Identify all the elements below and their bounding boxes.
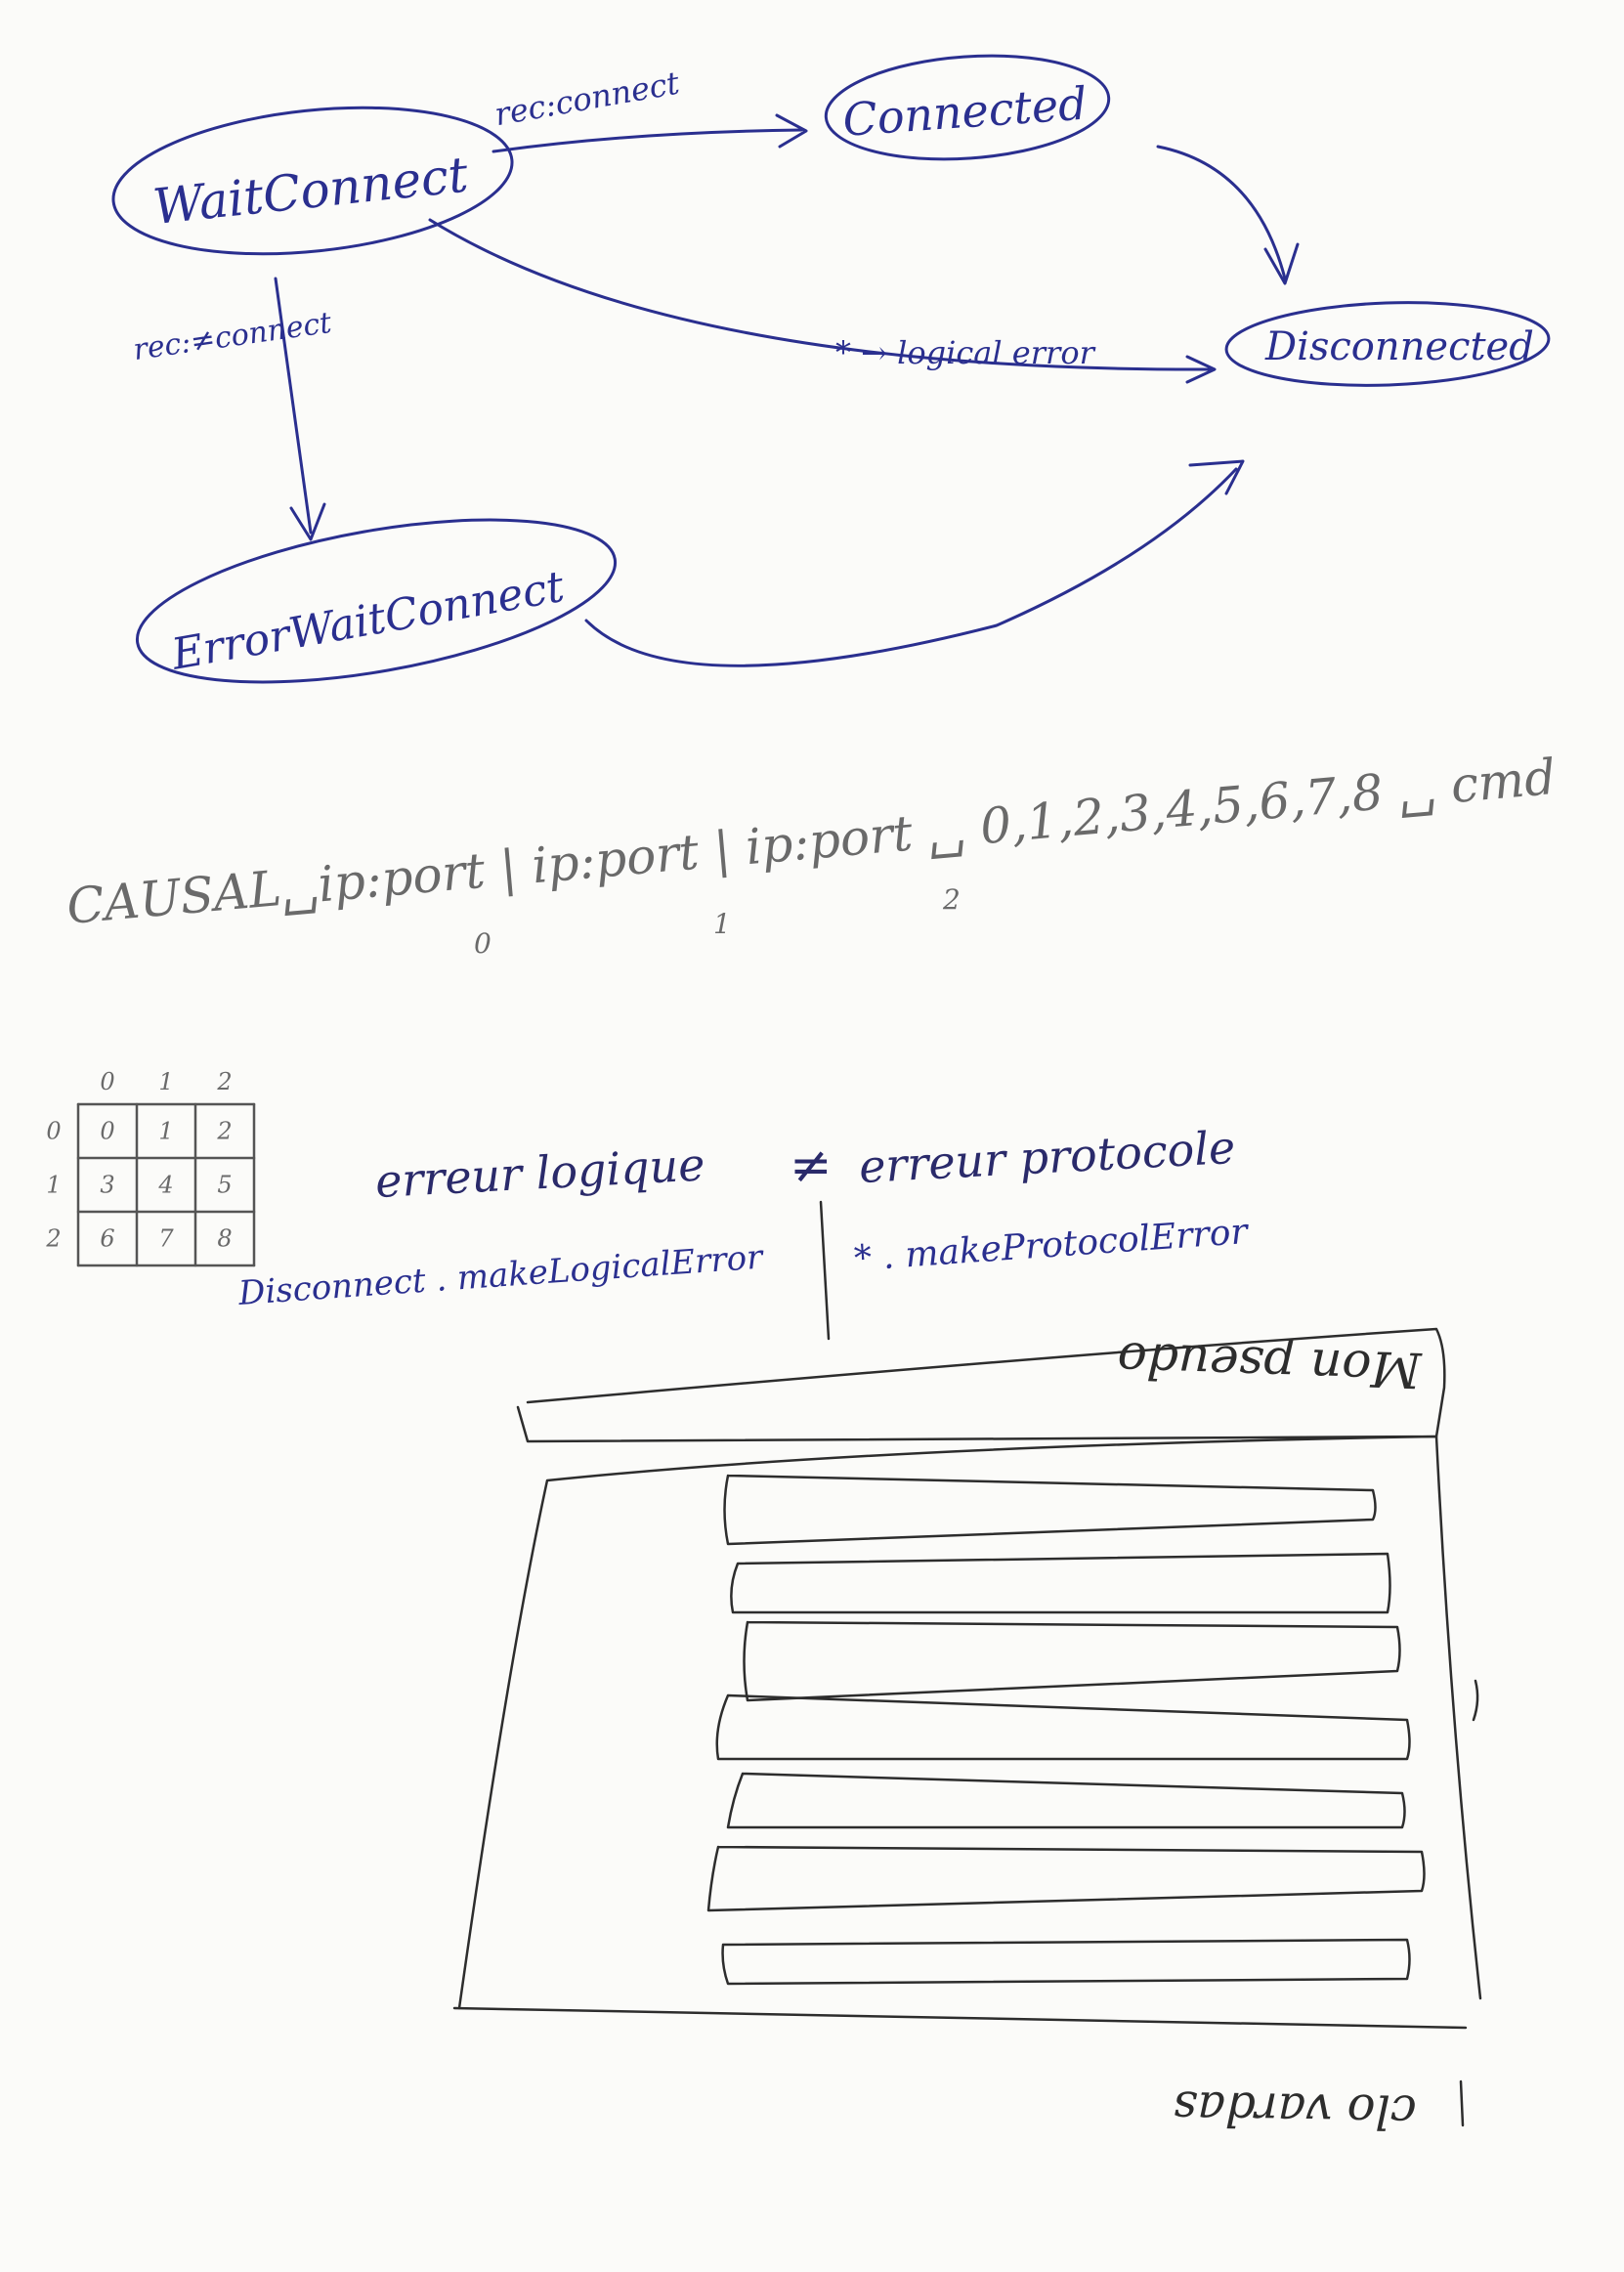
protocol-line-text: CAUSAL␣ip:port | ip:port | ip:port ␣ 0,1… bbox=[64, 749, 1558, 935]
grid-cell: 5 bbox=[217, 1172, 232, 1199]
protocol-method-label: * . makeProtocolError bbox=[853, 1212, 1251, 1279]
protocol-index-2: 2 bbox=[942, 883, 961, 916]
ui-mockup-sketch: Mon pseudo clo vardas bbox=[452, 1327, 1482, 2139]
arrow-head-error bbox=[289, 502, 326, 541]
grid-cell: 6 bbox=[100, 1225, 114, 1253]
label-logical-error: * → logical error bbox=[835, 334, 1096, 371]
arrow-wait-to-connected bbox=[491, 128, 803, 153]
arrow-wait-to-disconnected bbox=[428, 218, 1214, 371]
state-connected-ellipse bbox=[824, 54, 1111, 161]
arrow-error-to-disconnected bbox=[584, 467, 1238, 667]
label-rec-not-connect: rec:≠connect bbox=[131, 306, 334, 367]
mockup-title-text: Mon pseudo bbox=[1117, 1331, 1424, 1398]
protocol-index-1: 1 bbox=[713, 908, 731, 940]
mockup-frame bbox=[457, 1435, 1482, 2010]
index-grid: 0 1 2 0 1 2 0 1 2 3 4 5 6 7 8 bbox=[45, 1068, 256, 1267]
mockup-row bbox=[715, 1693, 1411, 1761]
arrow-head-disconnected-mid bbox=[1185, 355, 1217, 384]
mockup-footer-mark bbox=[1459, 2079, 1465, 2127]
mockup-footer-text: clo vardas bbox=[1173, 2080, 1417, 2139]
grid-cell: 4 bbox=[157, 1172, 173, 1199]
mockup-row bbox=[726, 1772, 1406, 1829]
arrow-head-connected bbox=[775, 113, 808, 149]
grid-cell: 8 bbox=[217, 1225, 232, 1253]
protocol-format: CAUSAL␣ip:port | ip:port | ip:port ␣ 0,1… bbox=[64, 749, 1558, 960]
state-connected-label: Connected bbox=[841, 77, 1089, 147]
mockup-row bbox=[721, 1938, 1411, 1986]
grid-row-header: 1 bbox=[46, 1172, 61, 1199]
mockup-rows bbox=[706, 1474, 1426, 1986]
arrow-wait-to-error bbox=[274, 277, 313, 535]
state-error-wait-connect-label: ErrorWaitConnect bbox=[167, 562, 568, 680]
error-notes: erreur logique ≠ erreur protocole Discon… bbox=[236, 1121, 1251, 1341]
grid-cell: 7 bbox=[158, 1225, 174, 1253]
not-equal-sign: ≠ bbox=[790, 1136, 833, 1195]
arrow-connected-to-disconnected bbox=[1156, 145, 1287, 280]
state-disconnected-label: Disconnected bbox=[1264, 324, 1534, 369]
arrow-head-disconnected-bottom bbox=[1188, 459, 1245, 495]
mockup-row bbox=[730, 1552, 1391, 1614]
mockup-frame-bottom bbox=[452, 2006, 1468, 2030]
mockup-row bbox=[723, 1474, 1377, 1546]
label-rec-connect: rec:connect bbox=[491, 64, 682, 134]
grid-cell: 2 bbox=[216, 1118, 232, 1145]
state-disconnected-ellipse bbox=[1224, 301, 1551, 387]
grid-col-header: 0 bbox=[100, 1068, 114, 1095]
state-wait-connect-label: WaitConnect bbox=[150, 146, 472, 236]
grid-col-header: 2 bbox=[216, 1068, 232, 1095]
state-wait-connect-ellipse bbox=[111, 106, 514, 256]
mockup-row bbox=[743, 1620, 1401, 1702]
mockup-scroll-mark bbox=[1472, 1679, 1479, 1722]
divider-vertical bbox=[819, 1200, 831, 1341]
protocol-index-0: 0 bbox=[474, 927, 491, 960]
grid-col-header: 1 bbox=[158, 1068, 173, 1095]
grid-cell: 1 bbox=[158, 1118, 173, 1145]
erreur-logique-label: erreur logique bbox=[374, 1137, 706, 1208]
grid-row-header: 2 bbox=[45, 1225, 61, 1253]
mockup-row bbox=[706, 1845, 1426, 1912]
grid-cell: 3 bbox=[100, 1172, 114, 1199]
erreur-protocole-label: erreur protocole bbox=[858, 1121, 1237, 1193]
state-diagram: WaitConnect Connected Disconnected Error… bbox=[111, 54, 1551, 684]
mockup-title-bar bbox=[516, 1327, 1446, 1443]
arrow-head-disconnected-top bbox=[1263, 242, 1300, 285]
grid-row-header: 0 bbox=[46, 1118, 61, 1145]
state-error-wait-connect-ellipse bbox=[135, 518, 618, 684]
logical-method-label: Disconnect . makeLogicalError bbox=[236, 1237, 766, 1313]
grid-cell: 0 bbox=[100, 1118, 114, 1145]
